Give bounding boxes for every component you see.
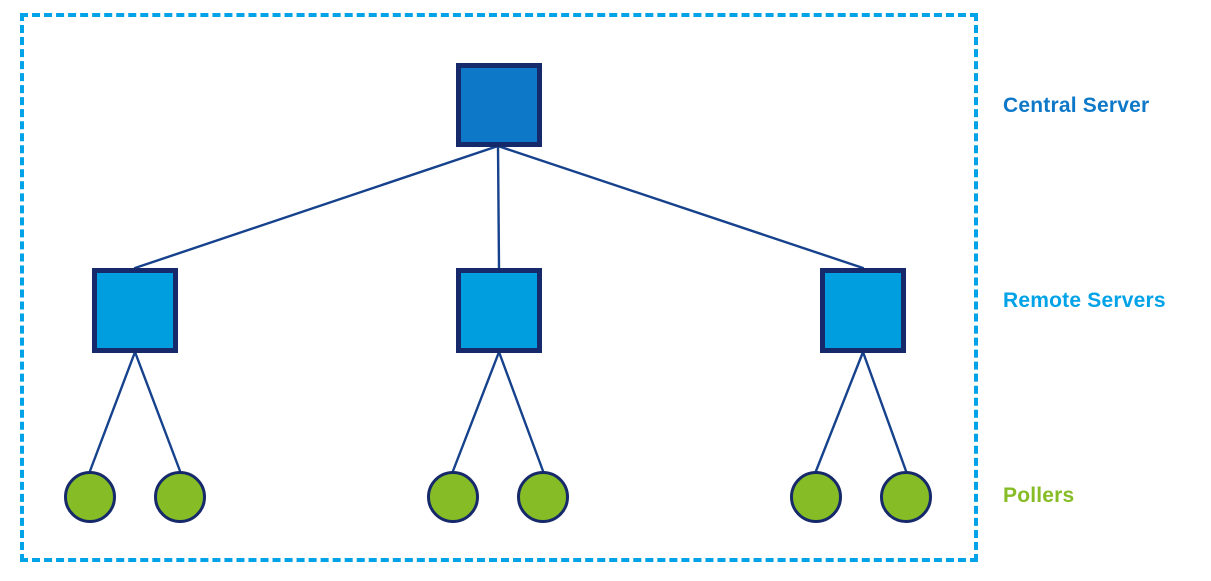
legend-label-central-server: Central Server <box>1003 94 1150 117</box>
node-poller-4[interactable] <box>517 471 569 523</box>
node-remote-server-3[interactable] <box>820 268 906 353</box>
node-poller-2[interactable] <box>154 471 206 523</box>
legend-label-pollers: Pollers <box>1003 484 1075 507</box>
legend-label-remote-servers: Remote Servers <box>1003 289 1166 312</box>
node-central-server-1[interactable] <box>456 63 542 147</box>
node-remote-server-2[interactable] <box>456 268 542 353</box>
node-poller-6[interactable] <box>880 471 932 523</box>
node-poller-1[interactable] <box>64 471 116 523</box>
node-poller-3[interactable] <box>427 471 479 523</box>
system-boundary-dashed-box <box>20 13 978 562</box>
node-remote-server-1[interactable] <box>92 268 178 353</box>
node-poller-5[interactable] <box>790 471 842 523</box>
